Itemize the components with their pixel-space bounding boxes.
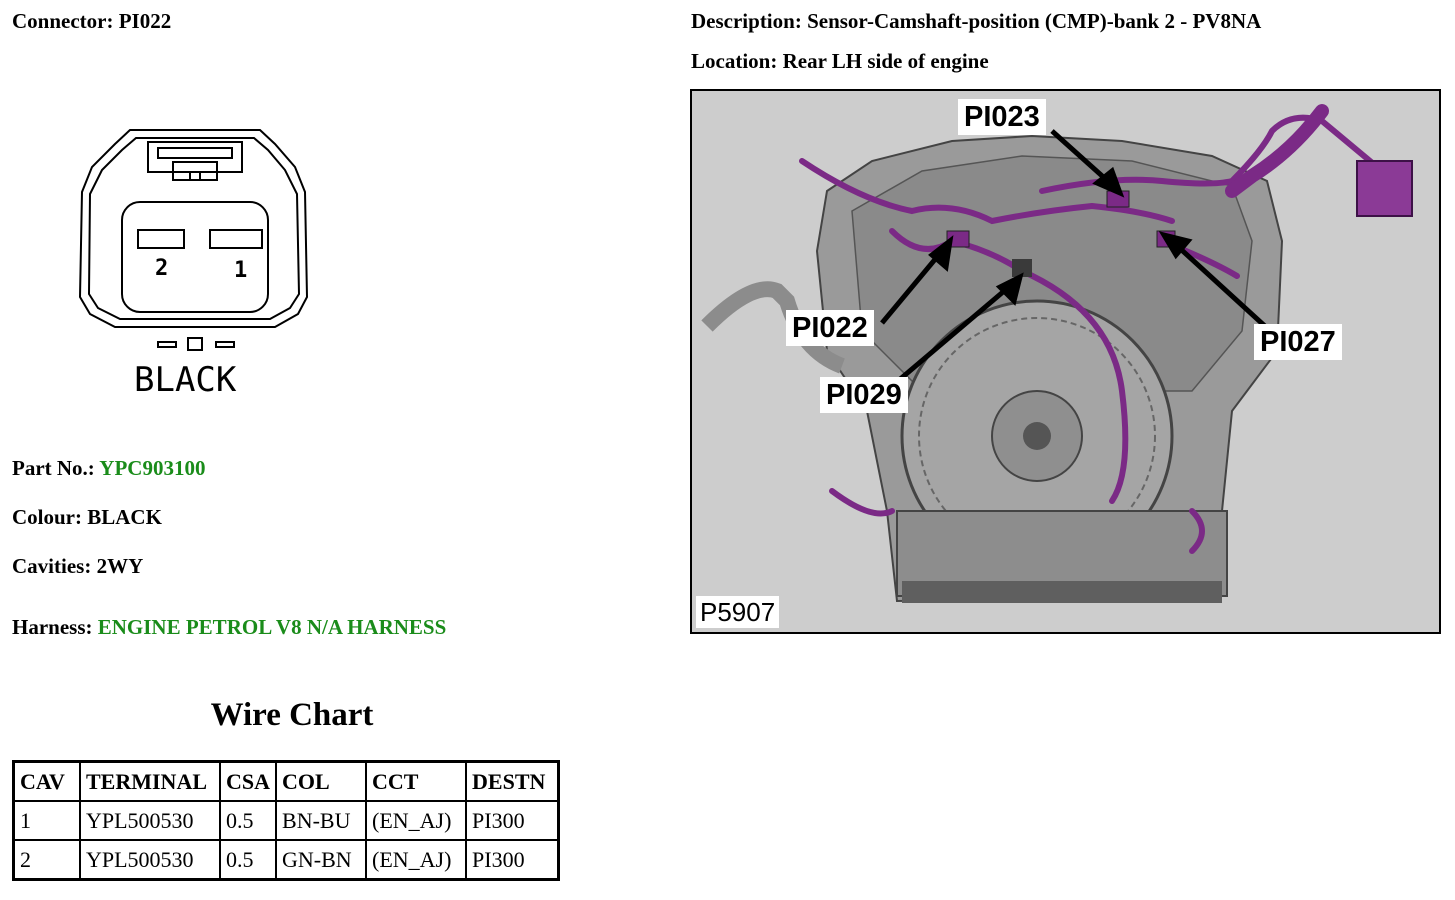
connector-label: Connector:: [12, 9, 114, 33]
wire-chart-header-row: CAV TERMINAL CSA COL CCT DESTN: [12, 760, 560, 802]
wire-chart-table: CAV TERMINAL CSA COL CCT DESTN 1 YPL5005…: [12, 760, 561, 881]
cell-cav: 2: [12, 839, 81, 881]
cavities-value: 2WY: [96, 554, 144, 578]
cell-terminal: YPL500530: [79, 839, 221, 881]
header-cav: CAV: [12, 760, 81, 802]
location-field: Location: Rear LH side of engine: [691, 49, 989, 74]
header-destn: DESTN: [465, 760, 560, 802]
cell-csa: 0.5: [218, 800, 278, 841]
cell-col: GN-BN: [275, 839, 368, 881]
cavities-field: Cavities: 2WY: [12, 554, 143, 579]
part-no-link[interactable]: YPC903100: [99, 456, 206, 480]
connector-face-diagram: 2 1 BLACK: [70, 122, 320, 412]
description-value: Sensor-Camshaft-position (CMP)-bank 2 - …: [807, 9, 1262, 33]
table-row: 2 YPL500530 0.5 GN-BN (EN_AJ) PI300: [12, 839, 560, 881]
location-label: Location:: [691, 49, 778, 73]
engine-location-figure: PI023 PI022 PI029 PI027 P5907: [690, 89, 1441, 634]
connector-value: PI022: [118, 9, 172, 33]
harness-field: Harness: ENGINE PETROL V8 N/A HARNESS: [12, 615, 446, 640]
cell-terminal: YPL500530: [79, 800, 221, 841]
wire-chart-title: Wire Chart: [210, 697, 374, 733]
part-no-label: Part No.:: [12, 456, 95, 480]
description-field: Description: Sensor-Camshaft-position (C…: [691, 9, 1261, 34]
cell-cav: 1: [12, 800, 81, 841]
colour-field: Colour: BLACK: [12, 505, 162, 530]
harness-label: Harness:: [12, 615, 93, 639]
cell-csa: 0.5: [218, 839, 278, 881]
header-col: COL: [275, 760, 368, 802]
callout-pi022: PI022: [786, 310, 874, 346]
pin-number-1: 1: [234, 258, 248, 283]
colour-value: BLACK: [87, 505, 162, 529]
callout-pi027: PI027: [1254, 324, 1342, 360]
connector-color-label: BLACK: [134, 360, 237, 400]
description-label: Description:: [691, 9, 802, 33]
cell-col: BN-BU: [275, 800, 368, 841]
part-no-field: Part No.: YPC903100: [12, 456, 205, 481]
header-cct: CCT: [365, 760, 468, 802]
cavities-label: Cavities:: [12, 554, 92, 578]
location-value: Rear LH side of engine: [782, 49, 989, 73]
header-terminal: TERMINAL: [79, 760, 221, 802]
colour-label: Colour:: [12, 505, 82, 529]
pin-number-2: 2: [155, 256, 169, 281]
cell-cct: (EN_AJ): [365, 839, 468, 881]
cell-destn: PI300: [465, 800, 560, 841]
callout-pi029: PI029: [820, 377, 908, 413]
engine-illustration: [701, 104, 1413, 603]
harness-link[interactable]: ENGINE PETROL V8 N/A HARNESS: [97, 615, 447, 639]
connector-field: Connector: PI022: [12, 9, 171, 34]
cell-cct: (EN_AJ): [365, 800, 468, 841]
callout-pi023: PI023: [958, 99, 1046, 135]
table-row: 1 YPL500530 0.5 BN-BU (EN_AJ) PI300: [12, 800, 560, 841]
cell-destn: PI300: [465, 839, 560, 881]
figure-id-label: P5907: [696, 596, 780, 628]
header-csa: CSA: [218, 760, 278, 802]
